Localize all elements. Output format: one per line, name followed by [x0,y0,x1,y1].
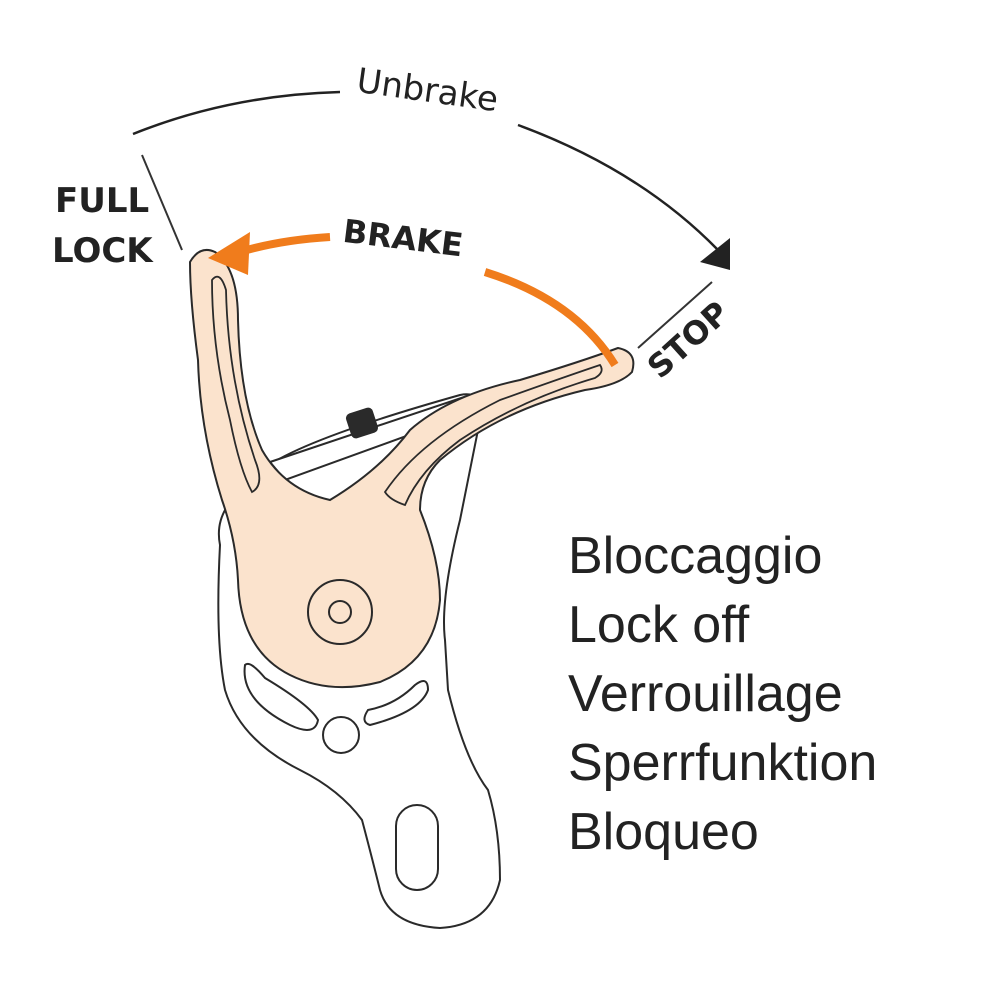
cam-stop-block [345,407,379,439]
hub-inner-ring [328,600,352,624]
full-lock-label-line2: LOCK [52,231,154,271]
brake-label: BRAKE [341,212,465,264]
unbrake-arrowhead-icon [700,238,730,270]
full-lock-label-line1: FULL [55,181,149,221]
unbrake-arc [132,90,341,136]
unbrake-label: Unbrake [354,61,500,120]
function-legend: Bloccaggio Lock off Verrouillage Sperrfu… [568,522,877,867]
legend-item-german: Sperrfunktion [568,734,878,792]
brake-arc [238,233,331,256]
stop-tick [637,281,713,349]
legend-item-spanish: Bloqueo [568,803,759,861]
attachment-slot [395,804,439,891]
plate-hole [322,716,360,754]
handle-groove-left [211,275,261,494]
plate-slot-left [243,662,320,731]
brake-arc-right [483,268,619,368]
hub-outer-ring [307,579,373,645]
handle-groove-right [383,363,603,507]
legend-item-italian: Bloccaggio [568,527,823,585]
plate-slot-right [363,680,430,727]
full-lock-tick [141,154,183,251]
brake-arrowhead-icon [208,232,250,275]
stop-label: STOP [640,294,736,386]
legend-item-english: Lock off [568,596,750,654]
handle [188,249,635,689]
legend-item-french: Verrouillage [568,665,843,723]
unbrake-arc-right [517,123,719,251]
